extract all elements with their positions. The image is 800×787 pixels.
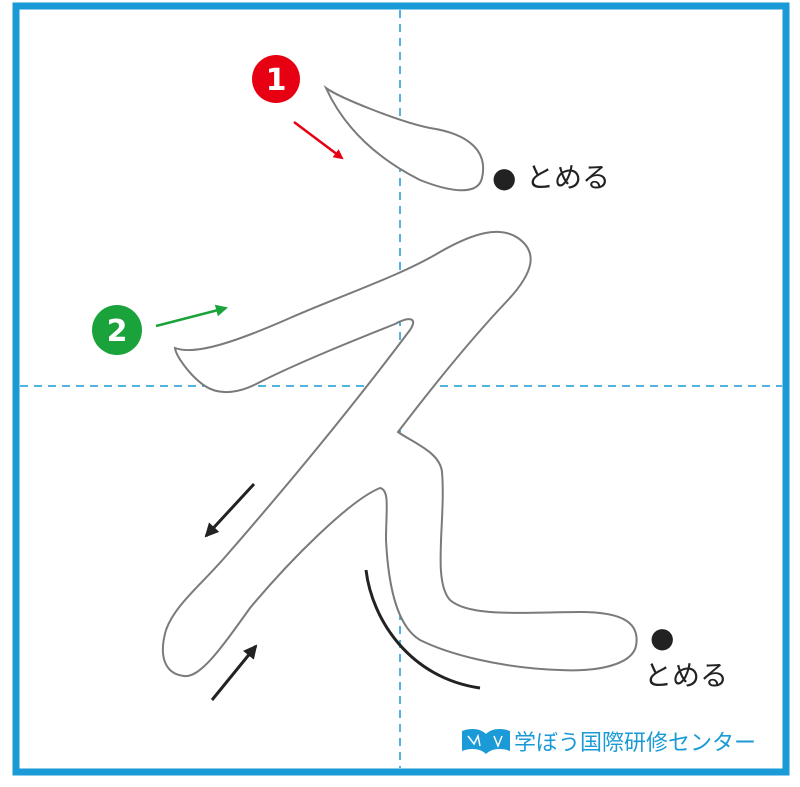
- stroke-2-number: 2: [107, 314, 128, 349]
- frame-border: [12, 2, 790, 776]
- stroke-1-end-label: とめる: [526, 161, 610, 194]
- stroke-1-outline: [323, 85, 485, 192]
- stroke-2-end-dot: ●: [650, 621, 674, 654]
- stroke-1-number: 1: [266, 63, 287, 98]
- stroke-2-outline: [161, 230, 638, 678]
- brand-name: 学ぼう国際研修センター: [514, 731, 756, 756]
- upstroke-direction-arrow: [210, 644, 258, 701]
- stroke-1-direction-arrow: [293, 121, 344, 160]
- downstroke-direction-arrow: [204, 482, 256, 538]
- stroke-1-end-dot: ●: [492, 161, 516, 194]
- stroke-2-number-badge: 2: [92, 305, 142, 355]
- open-book-icon: [462, 729, 510, 754]
- stroke-2-direction-arrow: [155, 304, 228, 328]
- stroke-2-end-label: とめる: [644, 659, 728, 692]
- hook-direction-curve: [364, 569, 481, 690]
- stroke-1-number-badge: 1: [252, 55, 300, 103]
